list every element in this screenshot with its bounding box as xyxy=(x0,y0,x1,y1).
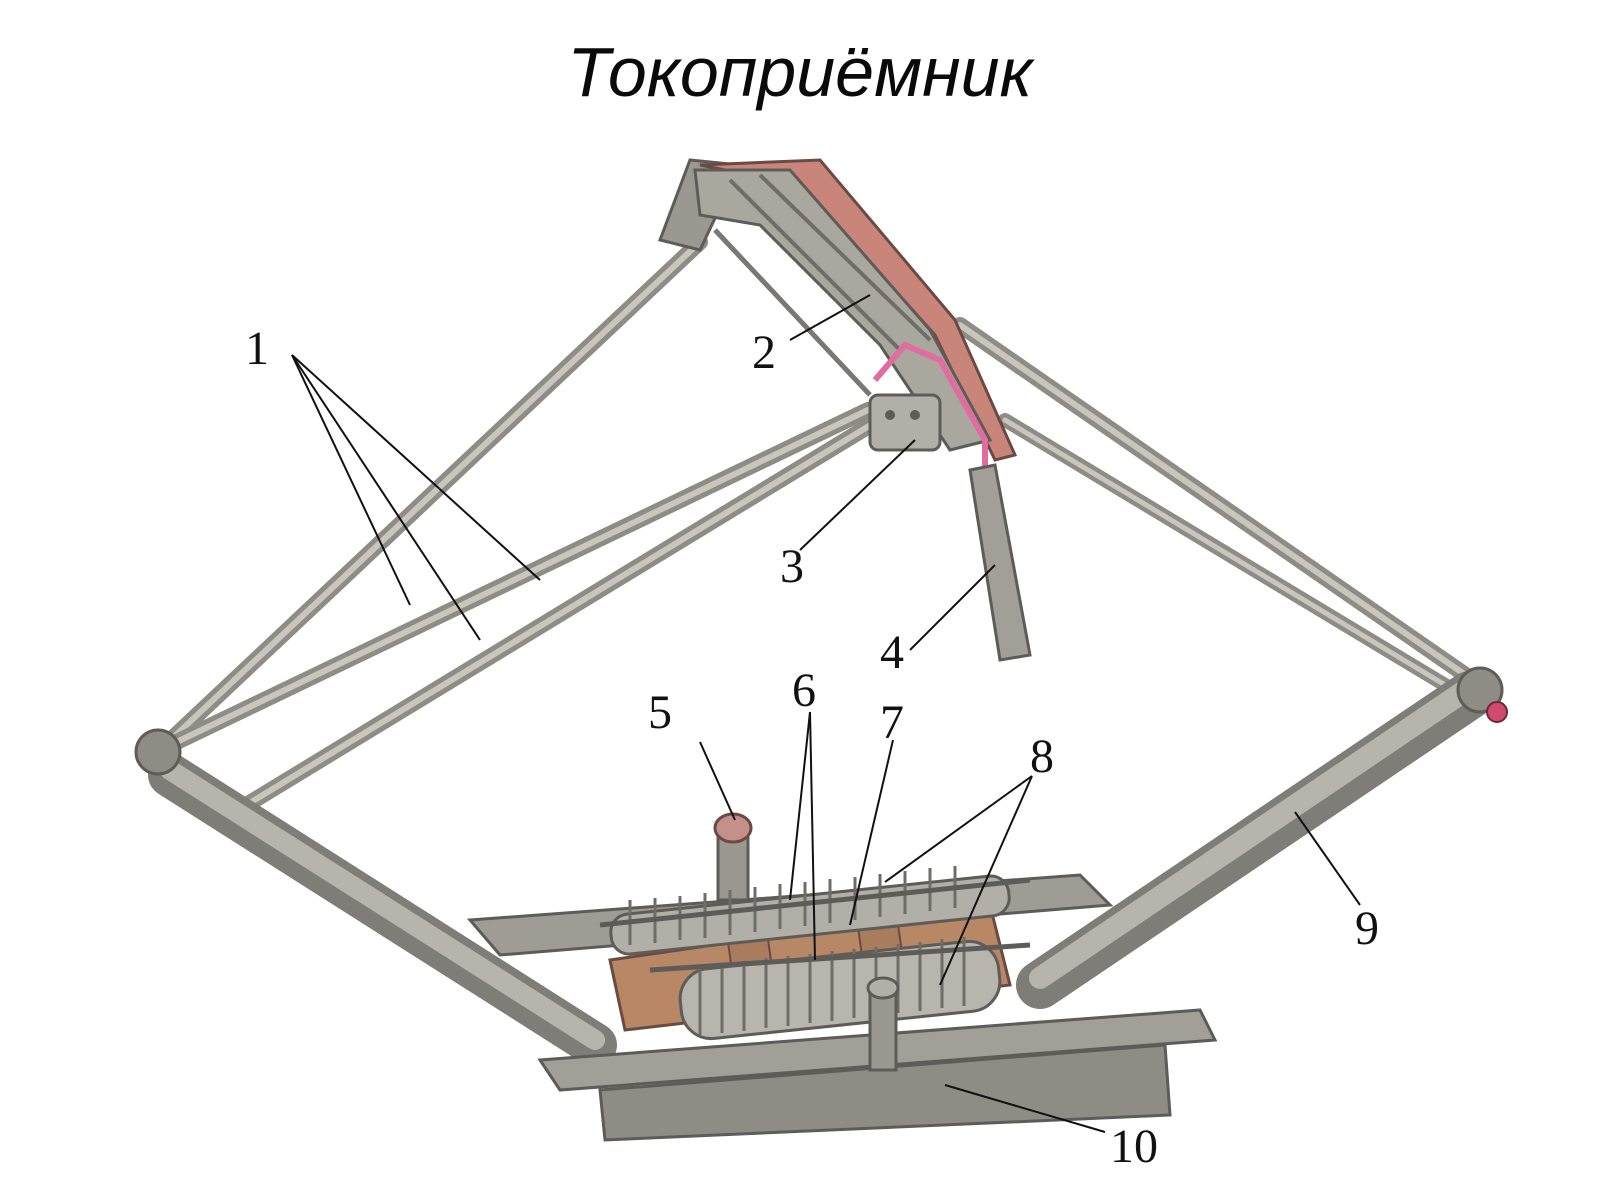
base-assembly xyxy=(466,812,1218,1142)
carriage-body xyxy=(693,168,993,452)
base-rail xyxy=(598,1043,1172,1142)
page-title: Токоприёмник xyxy=(567,33,1033,111)
leader-lines xyxy=(291,294,1361,1133)
contact-highlight xyxy=(872,341,988,480)
base-post xyxy=(868,988,898,1072)
upper-frame xyxy=(152,228,1488,826)
spring-rod-upper xyxy=(599,877,1031,928)
spring-upper xyxy=(609,874,1011,956)
label-7: 7 xyxy=(880,696,904,749)
number-labels: 1 2 3 4 5 6 7 8 9 10 xyxy=(245,322,1379,1173)
pan-head xyxy=(658,158,1032,662)
insulator-cap xyxy=(713,812,753,844)
label-1: 1 xyxy=(245,322,269,375)
label-2: 2 xyxy=(752,326,776,379)
pan-horn-right xyxy=(968,463,1032,662)
label-10: 10 xyxy=(1110,1120,1158,1173)
carriage-box xyxy=(868,393,942,452)
spring-rod-lower xyxy=(649,942,1031,973)
hinge-left xyxy=(134,728,182,776)
lower-frame xyxy=(134,666,1508,1067)
tie-rod xyxy=(713,228,872,397)
label-6: 6 xyxy=(792,664,816,717)
label-3: 3 xyxy=(780,540,804,593)
label-4: 4 xyxy=(880,626,904,679)
label-9: 9 xyxy=(1355,902,1379,955)
hinge-right-red xyxy=(1486,701,1508,723)
label-8: 8 xyxy=(1030,730,1054,783)
label-5: 5 xyxy=(648,686,672,739)
hinge-right xyxy=(1456,666,1504,714)
